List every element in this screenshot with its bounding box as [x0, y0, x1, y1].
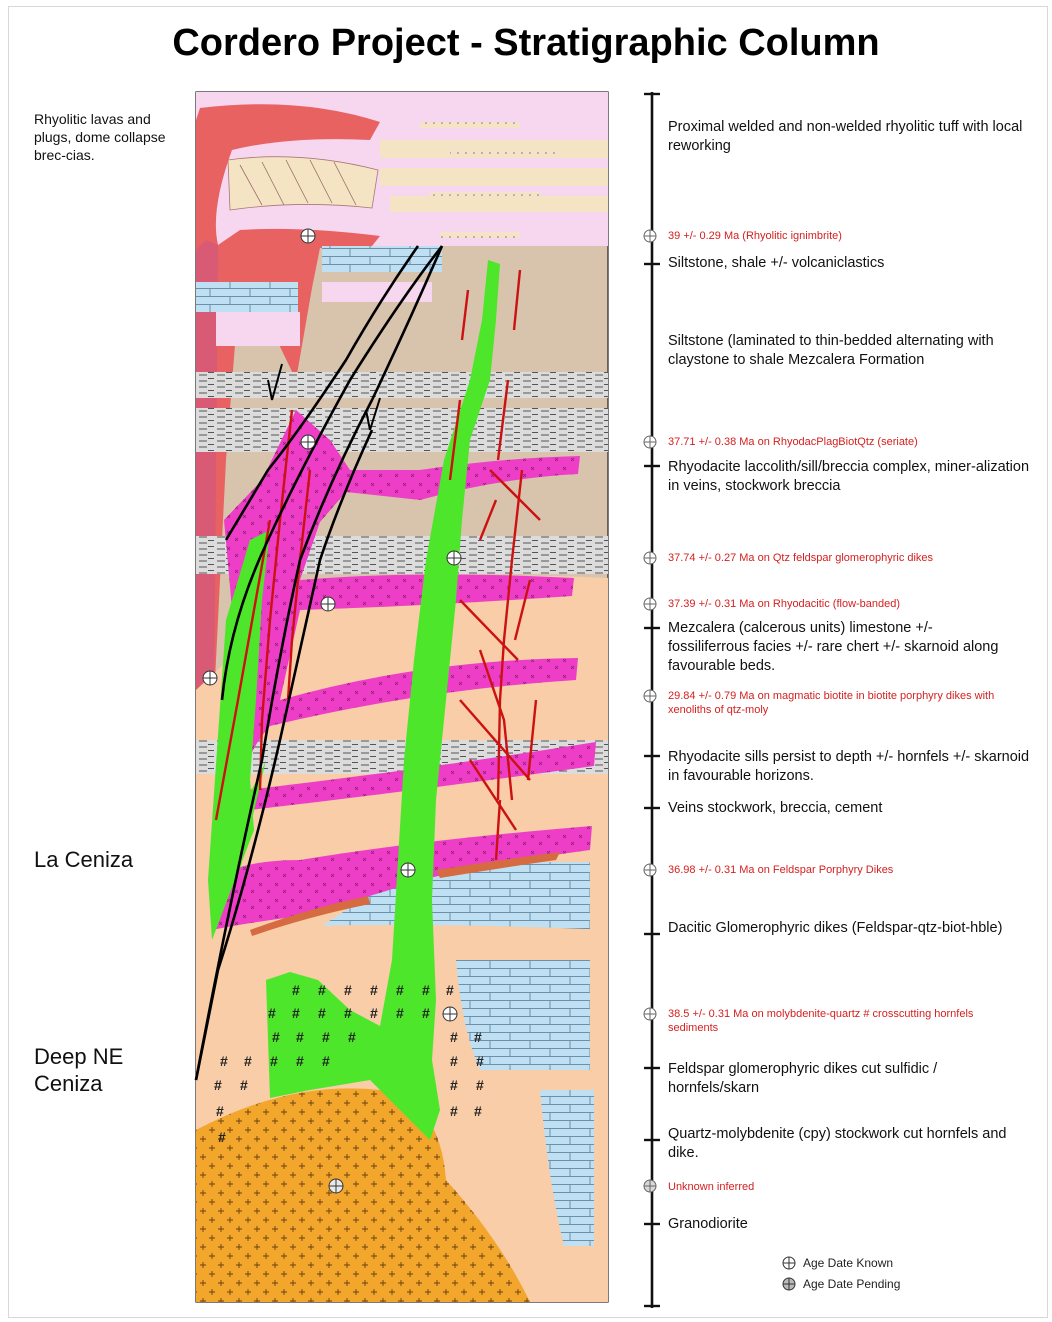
- svg-text:#: #: [450, 1053, 458, 1069]
- svg-text:#: #: [476, 1053, 484, 1069]
- age-label-biotite-porphyry: 29.84 +/- 0.79 Ma on magmatic biotite in…: [668, 689, 1018, 717]
- svg-text:#: #: [422, 982, 430, 998]
- svg-text:#: #: [450, 1103, 458, 1119]
- svg-text:#: #: [370, 982, 378, 998]
- desc-mezcalera-limestone: Mezcalera (calcerous units) limestone +/…: [668, 619, 1018, 676]
- svg-text:#: #: [216, 1103, 224, 1119]
- desc-dacitic-dikes: Dacitic Glomerophyric dikes (Feldspar-qt…: [668, 919, 1038, 938]
- legend-pending: Age Date Pending: [782, 1277, 900, 1291]
- age-label-rhyodacitic-flow: 37.39 +/- 0.31 Ma on Rhyodacitic (flow-b…: [668, 597, 1028, 611]
- legend-known-label: Age Date Known: [803, 1256, 893, 1270]
- age-label-qtz-feldspar: 37.74 +/- 0.27 Ma on Qtz feldspar glomer…: [668, 551, 1028, 565]
- svg-text:#: #: [322, 1053, 330, 1069]
- desc-rhyodacite-sills: Rhyodacite sills persist to depth +/- ho…: [668, 748, 1038, 786]
- age-label-molybdenite: 38.5 +/- 0.31 Ma on molybdenite-quartz #…: [668, 1007, 1008, 1035]
- desc-rhyodacite-laccolith: Rhyodacite laccolith/sill/breccia comple…: [668, 458, 1038, 496]
- svg-text:#: #: [292, 982, 300, 998]
- svg-text:#: #: [292, 1005, 300, 1021]
- legend-pending-label: Age Date Pending: [803, 1277, 900, 1291]
- svg-text:#: #: [348, 1029, 356, 1045]
- svg-text:#: #: [296, 1029, 304, 1045]
- desc-quartz-molybdenite: Quartz-molybdenite (cpy) stockwork cut h…: [668, 1125, 1038, 1163]
- svg-text:#: #: [474, 1103, 482, 1119]
- svg-text:#: #: [244, 1053, 252, 1069]
- svg-text:#: #: [318, 1005, 326, 1021]
- column-body: ####### ####### ###### ####### #### ### …: [196, 92, 608, 1302]
- age-label-rhyodac-plag: 37.71 +/- 0.38 Ma on RhyodacPlagBiotQtz …: [668, 435, 1028, 449]
- svg-text:#: #: [318, 982, 326, 998]
- svg-text:#: #: [322, 1029, 330, 1045]
- desc-feldspar-dikes: Feldspar glomerophyric dikes cut sulfidi…: [668, 1060, 998, 1098]
- svg-text:#: #: [450, 1077, 458, 1093]
- svg-text:#: #: [344, 982, 352, 998]
- svg-text:#: #: [396, 1005, 404, 1021]
- svg-text:#: #: [240, 1077, 248, 1093]
- svg-text:#: #: [446, 982, 454, 998]
- svg-text:#: #: [344, 1005, 352, 1021]
- svg-text:#: #: [396, 982, 404, 998]
- svg-text:#: #: [218, 1129, 226, 1145]
- age-pending-icon: [782, 1277, 796, 1291]
- desc-siltstone-shale: Siltstone, shale +/- volcaniclastics: [668, 254, 1038, 273]
- desc-siltstone-mezcalera: Siltstone (laminated to thin-bedded alte…: [668, 332, 1028, 370]
- svg-text:#: #: [450, 1029, 458, 1045]
- desc-veins-stockwork: Veins stockwork, breccia, cement: [668, 799, 1038, 818]
- desc-rhyolitic-tuff: Proximal welded and non-welded rhyolitic…: [668, 118, 1038, 156]
- age-label-rhyolitic: 39 +/- 0.29 Ma (Rhyolitic ignimbrite): [668, 229, 1028, 243]
- svg-text:#: #: [370, 1005, 378, 1021]
- svg-text:#: #: [270, 1053, 278, 1069]
- svg-text:#: #: [214, 1077, 222, 1093]
- svg-text:#: #: [268, 1005, 276, 1021]
- age-label-unknown: Unknown inferred: [668, 1180, 1028, 1194]
- svg-text:#: #: [272, 1029, 280, 1045]
- desc-granodiorite: Granodiorite: [668, 1215, 1038, 1234]
- age-label-feldspar-porphyry: 36.98 +/- 0.31 Ma on Feldspar Porphyry D…: [668, 863, 1028, 877]
- timeline-axis: [644, 92, 660, 1308]
- svg-text:#: #: [422, 1005, 430, 1021]
- svg-text:#: #: [474, 1029, 482, 1045]
- svg-text:#: #: [220, 1053, 228, 1069]
- svg-text:#: #: [476, 1077, 484, 1093]
- legend-known: Age Date Known: [782, 1256, 893, 1270]
- svg-text:#: #: [296, 1053, 304, 1069]
- age-known-icon: [782, 1256, 796, 1270]
